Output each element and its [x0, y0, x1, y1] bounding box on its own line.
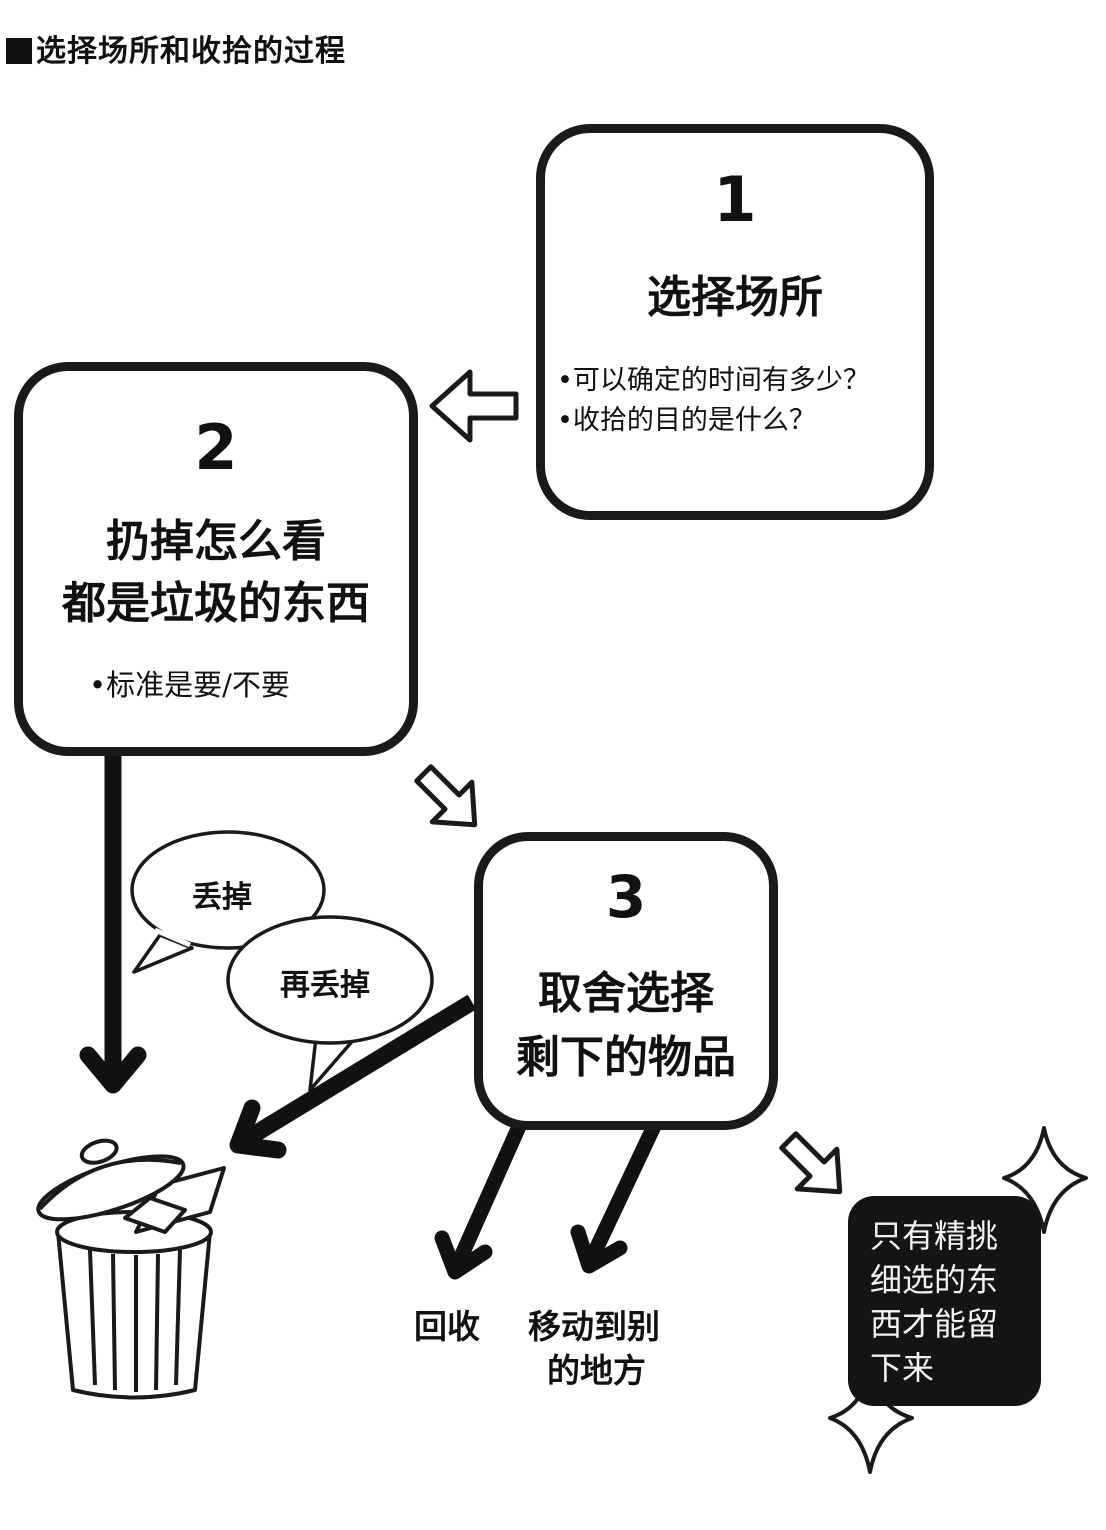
result-card-line: 下来	[870, 1349, 935, 1387]
step-1-number: 1	[713, 163, 757, 236]
step-1-bullet: •可以确定的时间有多少？	[557, 365, 870, 396]
bubble-text-discard-again: 再丢掉	[280, 968, 370, 1003]
step-3-title-line-2: 剩下的物品	[516, 1032, 736, 1083]
arrow-to-recycle	[434, 1118, 528, 1280]
speech-bubble-discard-again	[226, 915, 434, 1092]
hollow-arrow-down-right-icon	[414, 764, 478, 828]
result-card-line: 西才能留	[870, 1305, 999, 1343]
step-1-box: 1 选择场所 •可以确定的时间有多少？ •收拾的目的是什么？	[536, 124, 934, 520]
arrow-box3-to-trash	[229, 994, 477, 1159]
hollow-arrow-left-icon	[429, 369, 519, 443]
sparkle-icon	[828, 1368, 914, 1474]
outcome-recycle-label: 回收	[414, 1307, 480, 1346]
step-2-number: 2	[194, 411, 238, 484]
outcome-move-label-line-2: 的地方	[547, 1351, 646, 1390]
step-3-number: 3	[605, 863, 647, 931]
step-2-box: 2 扔掉怎么看 都是垃圾的东西 •标准是要/不要	[14, 362, 418, 756]
step-1-title: 选择场所	[647, 272, 823, 323]
outcome-move-label-line-1: 移动到别	[528, 1307, 660, 1346]
page-heading: 选择场所和收拾的过程	[6, 26, 346, 70]
step-2-title-line-1: 扔掉怎么看	[106, 516, 326, 567]
arrow-to-move-elsewhere	[570, 1118, 663, 1274]
sparkle-icon	[1002, 1126, 1088, 1234]
step-3-box: 3 取舍选择 剩下的物品	[474, 832, 778, 1130]
step-1-bullet: •收拾的目的是什么？	[557, 405, 816, 436]
step-1-bullets: •可以确定的时间有多少？ •收拾的目的是什么？	[557, 361, 870, 441]
step-2-bullet: •标准是要/不要	[89, 668, 290, 702]
heading-square-icon	[6, 38, 32, 64]
result-card: 只有精挑 细选的东 西才能留 下来	[848, 1196, 1041, 1406]
result-card-line: 只有精挑	[870, 1217, 999, 1255]
result-card-line: 细选的东	[870, 1261, 999, 1299]
arrow-to-trash	[79, 740, 147, 1094]
speech-bubble-discard	[130, 830, 326, 974]
step-3-title-line-1: 取舍选择	[538, 968, 714, 1019]
trash-can-icon	[36, 1138, 226, 1400]
bubble-text-discard: 丢掉	[192, 880, 252, 915]
hollow-arrow-down-right-icon	[779, 1131, 843, 1195]
step-2-title-line-2: 都是垃圾的东西	[62, 578, 370, 629]
step-2-bullets: •标准是要/不要	[89, 665, 290, 705]
